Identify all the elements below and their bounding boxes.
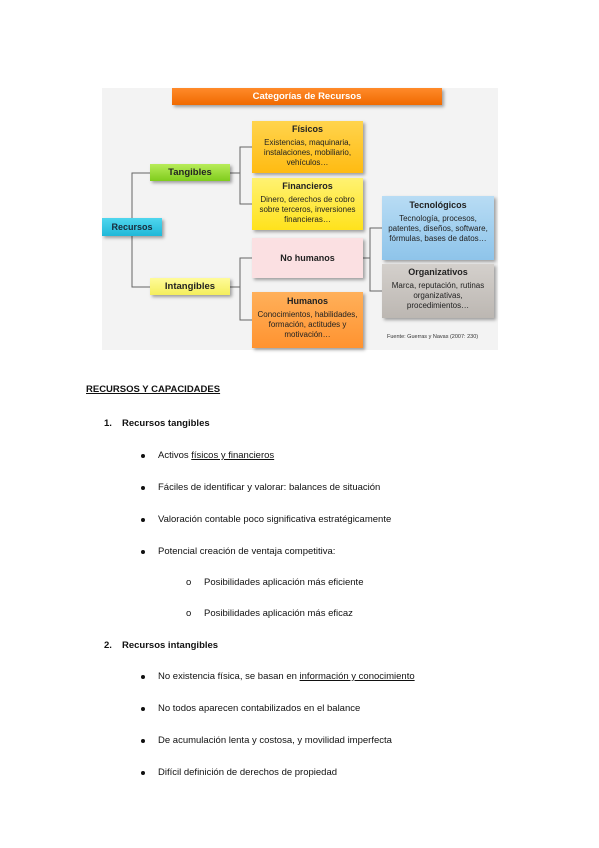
connector-intangibles-nohumanos <box>230 257 252 288</box>
sub-bullet-marker: o <box>186 577 192 588</box>
node-organizativos-title: Organizativos <box>408 267 468 277</box>
diagram-source: Fuente: Guerras y Navas (2007: 230) <box>387 334 479 340</box>
node-financieros-title: Financieros <box>282 181 333 191</box>
node-organizativos: Organizativos Marca, reputación, rutinas… <box>382 264 494 318</box>
connector-nohumanos-organizativos <box>369 258 382 292</box>
list-item-s1-b2: Fáciles de identificar y valorar: balanc… <box>158 482 381 493</box>
sub-bullet-marker: o <box>186 608 192 619</box>
node-humanos-title: Humanos <box>286 296 328 306</box>
node-intangibles: Intangibles <box>150 278 230 295</box>
section2-number: 2. <box>104 640 112 651</box>
connector-tangibles-financieros <box>239 173 252 205</box>
node-fisicos: Físicos Existencias, maquinaria, instala… <box>252 121 363 173</box>
bullet-icon <box>141 454 145 458</box>
bullet-icon <box>141 707 145 711</box>
list-item-s1-b3: Valoración contable poco significativa e… <box>158 514 392 525</box>
node-recursos: Recursos <box>102 218 162 236</box>
bullet-icon <box>141 518 145 522</box>
node-tecnologicos-title: Tecnológicos <box>409 200 467 210</box>
list-item-s2-b1-text: No existencia física, se basan en <box>158 671 300 682</box>
resource-categories-diagram: Categorías de Recursos Recursos Tangible… <box>102 88 498 350</box>
bullet-icon <box>141 739 145 743</box>
connector-root-intangibles <box>131 227 150 288</box>
list-item-s2-b1: No existencia física, se basan en inform… <box>158 671 415 682</box>
node-tecnologicos: Tecnológicos Tecnología, procesos, paten… <box>382 196 494 260</box>
node-financieros: Financieros Dinero, derechos de cobro so… <box>252 178 363 230</box>
bullet-icon <box>141 771 145 775</box>
list-item-s1-sub2: Posibilidades aplicación más eficaz <box>204 608 353 619</box>
node-tecnologicos-body: Tecnología, procesos, patentes, diseños,… <box>388 214 488 243</box>
node-financieros-body: Dinero, derechos de cobro sobre terceros… <box>259 195 356 224</box>
node-no-humanos: No humanos <box>252 238 363 278</box>
list-item-s1-b1-underlined: físicos y financieros <box>191 450 275 461</box>
section1-number: 1. <box>104 418 112 429</box>
bullet-icon <box>141 550 145 554</box>
section1-title: Recursos tangibles <box>122 418 210 429</box>
node-humanos-body: Conocimientos, habilidades, formación, a… <box>257 310 358 339</box>
node-humanos: Humanos Conocimientos, habilidades, form… <box>252 292 363 348</box>
list-item-s2-b3: De acumulación lenta y costosa, y movili… <box>158 735 392 746</box>
node-fisicos-title: Físicos <box>291 124 323 134</box>
connector-tangibles-fisicos <box>230 146 252 174</box>
list-item-s1-b4: Potencial creación de ventaja competitiv… <box>158 546 336 557</box>
bullet-icon <box>141 675 145 679</box>
connector-nohumanos-tecnologicos <box>363 227 382 259</box>
section2-title: Recursos intangibles <box>122 640 219 651</box>
list-item-s1-sub1: Posibilidades aplicación más eficiente <box>204 577 364 588</box>
list-item-s2-b1-underlined: información y conocimiento <box>299 671 415 682</box>
list-item-s1-b1-text: Activos <box>158 450 192 461</box>
node-organizativos-body: Marca, reputación, rutinas organizativas… <box>391 281 485 310</box>
connector-intangibles-humanos <box>239 287 252 321</box>
bullet-icon <box>141 486 145 490</box>
node-tangibles: Tangibles <box>150 164 230 181</box>
diagram-connectors <box>131 146 382 321</box>
list-item-s1-b1: Activos físicos y financieros <box>158 450 274 461</box>
node-fisicos-body: Existencias, maquinaria, instalaciones, … <box>263 138 352 167</box>
list-item-s2-b4: Difícil definición de derechos de propie… <box>158 767 338 778</box>
section-heading: RECURSOS Y CAPACIDADES <box>86 384 221 395</box>
diagram-title: Categorías de Recursos <box>172 88 442 105</box>
list-item-s2-b2: No todos aparecen contabilizados en el b… <box>158 703 361 714</box>
